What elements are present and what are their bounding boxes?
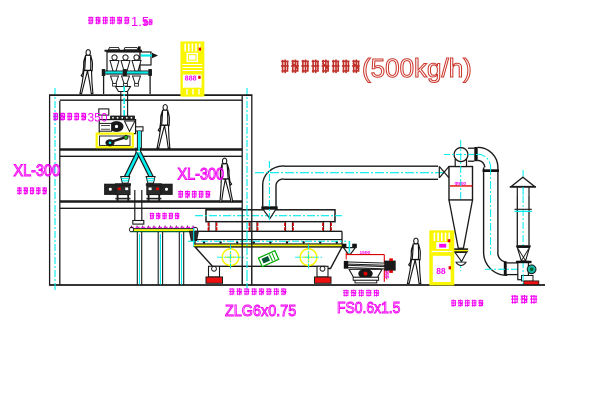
svg-text:1500: 1500	[360, 250, 371, 256]
svg-text:888: 888	[185, 76, 197, 83]
svg-text:(500kg/h): (500kg/h)	[362, 53, 472, 83]
svg-text:350: 350	[88, 111, 108, 125]
svg-text:1.5: 1.5	[131, 14, 149, 29]
svg-text:XL-300: XL-300	[178, 165, 225, 183]
svg-text:XL-300: XL-300	[14, 162, 61, 180]
svg-text:ZLG6x0.75: ZLG6x0.75	[225, 302, 296, 320]
svg-text:88: 88	[436, 266, 446, 276]
svg-text:550: 550	[385, 270, 391, 279]
svg-text:FS0.6x1.5: FS0.6x1.5	[337, 299, 400, 317]
